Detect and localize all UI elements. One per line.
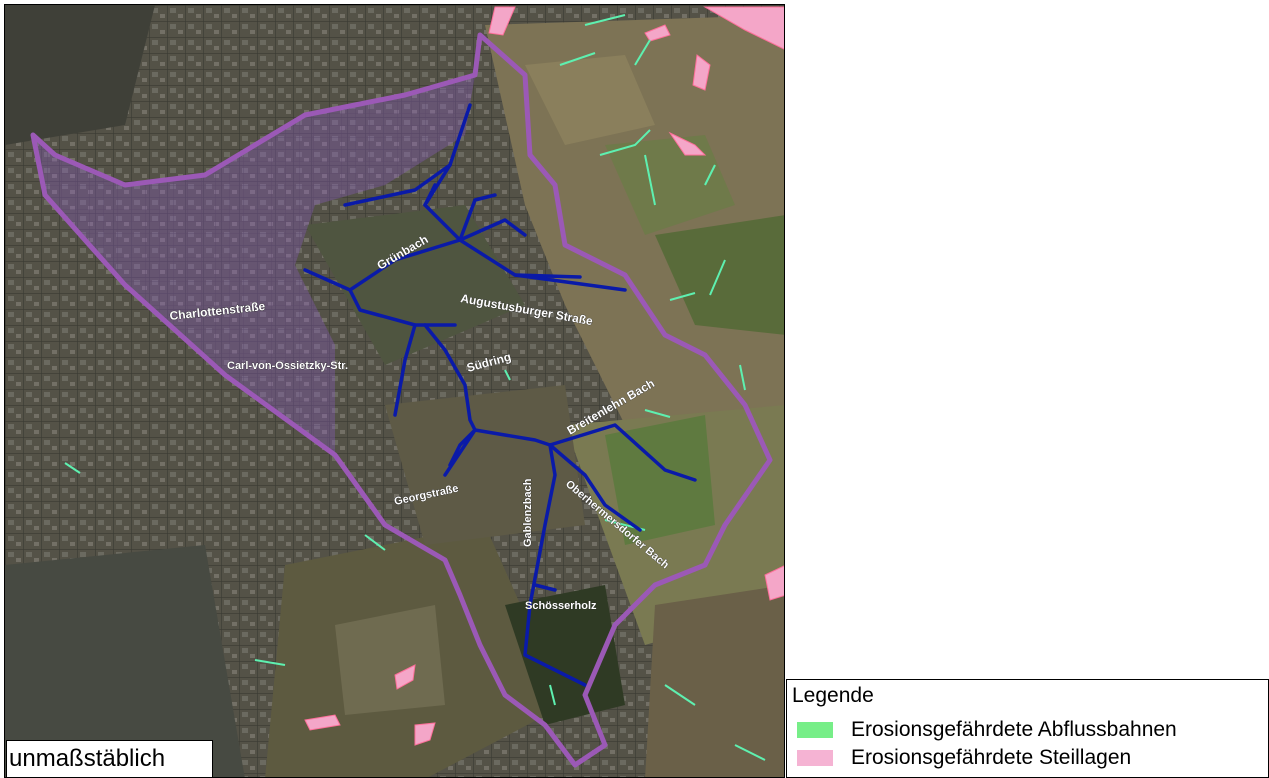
- legend-swatch-runoff: [797, 722, 833, 738]
- label-schoesserholz: Schösserholz: [525, 600, 597, 612]
- legend-label-steep-slopes: Erosionsgefährdete Steillagen: [851, 746, 1132, 769]
- catchment-boundary: [30, 32, 773, 768]
- legend-label-runoff: Erosionsgefährdete Abflussbahnen: [851, 718, 1177, 741]
- erosion-runoff-lines: [64, 14, 766, 761]
- urban-street-grid: [33, 75, 475, 455]
- legend-title: Legende: [792, 684, 874, 707]
- scale-note: unmaßstäblich: [6, 740, 213, 778]
- label-gablenzbach: Gablenzbach: [522, 478, 534, 547]
- river-network: [303, 103, 697, 687]
- steep-slope-areas: [304, 6, 784, 746]
- legend-item-steep-slopes: Erosionsgefährdete Steillagen: [797, 746, 1131, 770]
- legend: Legende Erosionsgefährdete Abflussbahnen…: [786, 679, 1269, 778]
- label-carl-von-ossietzky-str: Carl-von-Ossietzky-Str.: [227, 360, 348, 372]
- legend-item-runoff: Erosionsgefährdete Abflussbahnen: [797, 718, 1177, 742]
- legend-swatch-steep-slopes: [797, 750, 833, 766]
- aerial-map[interactable]: Grünbach Charlottenstraße Augustusburger…: [4, 4, 785, 778]
- map-canvas: Grünbach Charlottenstraße Augustusburger…: [5, 5, 784, 777]
